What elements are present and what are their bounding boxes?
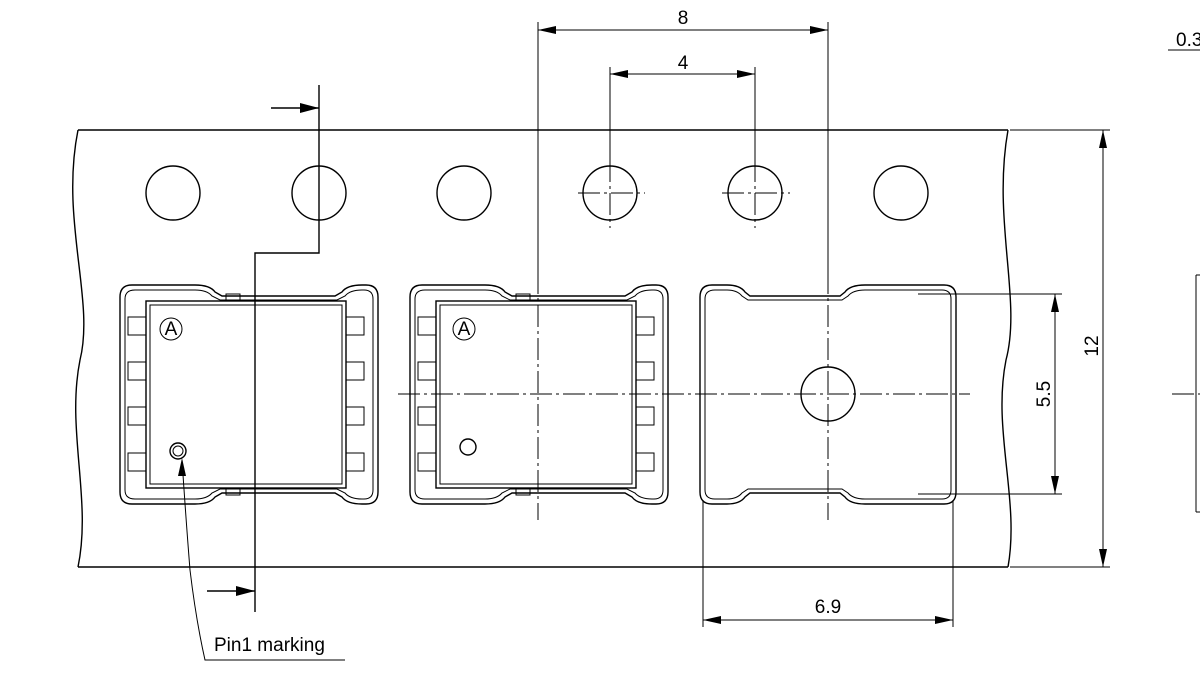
hole-centerlines <box>318 160 790 228</box>
dim-4 <box>609 67 756 160</box>
pin1-leader <box>178 458 345 661</box>
pocket-centerlines <box>398 272 970 520</box>
dim-6-9-label: 6.9 <box>815 597 841 618</box>
side-view-partial <box>1168 49 1200 513</box>
dim-8 <box>537 22 829 272</box>
pocket-1 <box>119 284 379 505</box>
dim-8-label: 8 <box>678 8 689 29</box>
dim-12-label: 12 <box>1082 335 1103 356</box>
section-line <box>207 85 320 612</box>
partial-dim-label: 0.3 <box>1176 30 1200 51</box>
dim-6-9 <box>702 500 954 627</box>
marking-letter-2: A <box>458 319 471 340</box>
sprocket-holes <box>145 165 929 221</box>
dim-5-5-label: 5.5 <box>1034 381 1055 407</box>
dim-12 <box>1010 129 1110 568</box>
dim-4-label: 4 <box>678 53 689 74</box>
pin1-label: Pin1 marking <box>214 635 325 656</box>
dim-5-5 <box>918 293 1062 495</box>
carrier-tape <box>72 129 1012 568</box>
marking-letter-1: A <box>165 319 178 340</box>
